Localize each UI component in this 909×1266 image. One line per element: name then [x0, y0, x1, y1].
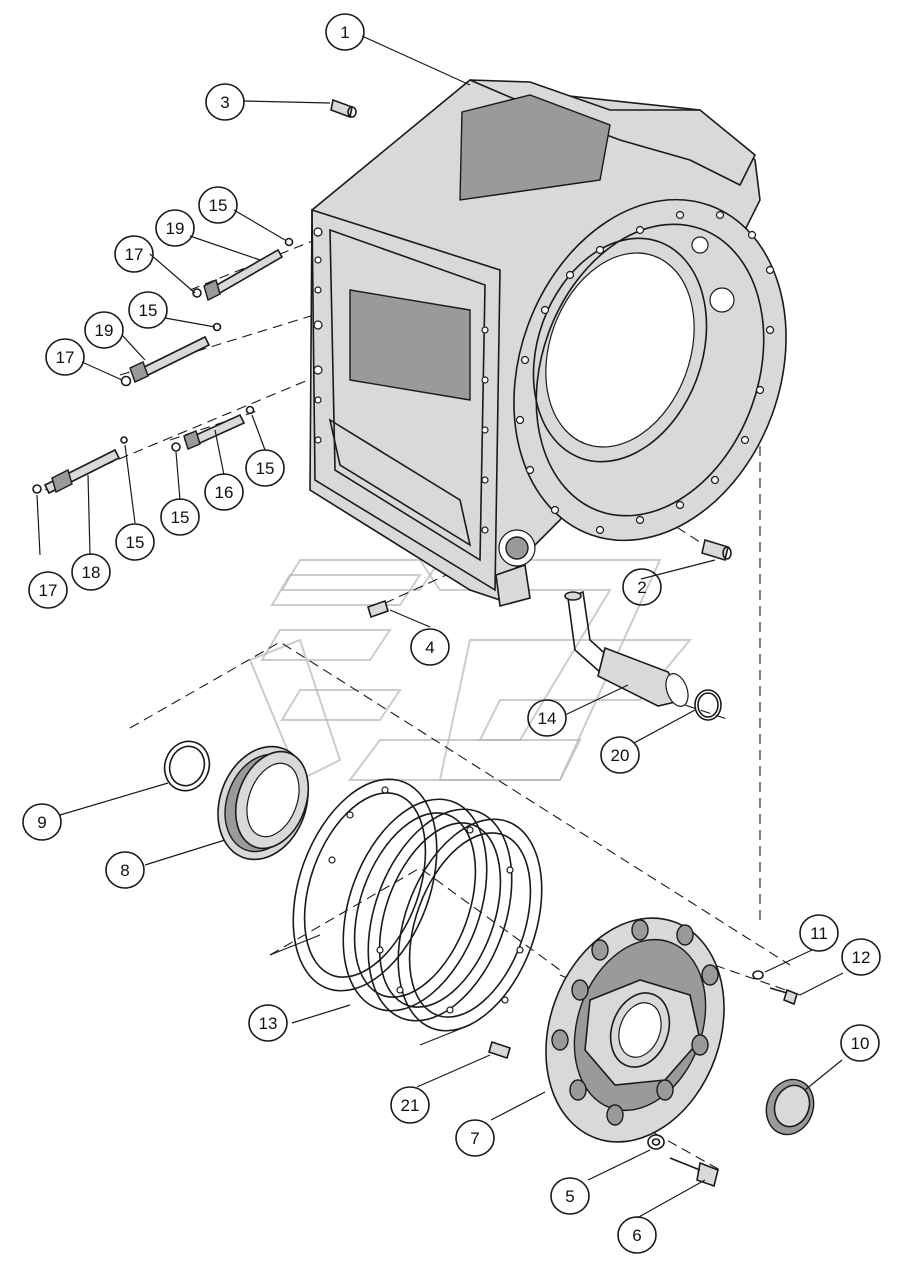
shaft-part-18 [43, 448, 121, 495]
callout-15: 15 [198, 186, 238, 224]
callout-10: 10 [840, 1024, 880, 1062]
callout-label: 2 [637, 578, 646, 597]
seal-ring-part-20 [694, 689, 722, 721]
callout-18: 18 [71, 553, 111, 591]
callout-label: 15 [139, 301, 158, 320]
callout-label: 3 [220, 93, 229, 112]
callout-label: 9 [37, 813, 46, 832]
callout-label: 1 [340, 23, 349, 42]
callout-label: 13 [259, 1014, 278, 1033]
callout-label: 17 [56, 348, 75, 367]
callout-21: 21 [390, 1086, 430, 1124]
callout-label: 15 [209, 196, 228, 215]
callout-label: 18 [82, 563, 101, 582]
bolt-part-12 [769, 987, 798, 1006]
callout-label: 12 [852, 948, 871, 967]
callout-20: 20 [600, 736, 640, 774]
callout-label: 17 [39, 581, 58, 600]
callout-7: 7 [455, 1119, 495, 1157]
callout-12: 12 [841, 938, 881, 976]
callout-label: 20 [611, 746, 630, 765]
callout-label: 14 [538, 709, 557, 728]
pin-part-21 [488, 1040, 511, 1060]
housing-part-1 [309, 79, 787, 608]
seal-part-10 [765, 1078, 815, 1136]
callout-label: 19 [95, 321, 114, 340]
callout-17: 17 [45, 338, 85, 376]
callout-6: 6 [617, 1216, 657, 1254]
shim-stack-part-13 [292, 778, 543, 1032]
callout-label: 10 [851, 1034, 870, 1053]
callout-5: 5 [550, 1177, 590, 1215]
leader-lines [36, 35, 844, 1219]
callout-11: 11 [799, 914, 839, 952]
callout-label: 5 [565, 1187, 574, 1206]
dowel-pin-part-4 [367, 599, 389, 619]
callout-4: 4 [410, 628, 450, 666]
callout-label: 15 [256, 459, 275, 478]
shaft-part-19-upper [203, 248, 284, 302]
washer-part-5 [647, 1134, 665, 1150]
callout-17: 17 [28, 571, 68, 609]
callout-label: 6 [632, 1226, 641, 1245]
ring-part-9 [163, 740, 211, 792]
callout-13: 13 [248, 1004, 288, 1042]
callout-15: 15 [128, 291, 168, 329]
washer-part-11 [752, 970, 764, 980]
callout-19: 19 [84, 311, 124, 349]
bolt-part-6 [669, 1157, 719, 1188]
callout-label: 16 [215, 483, 234, 502]
callout-2: 2 [622, 568, 662, 606]
shaft-part-16 [183, 413, 246, 450]
callout-17: 17 [114, 235, 154, 273]
bearing-part-8 [217, 745, 310, 861]
callout-label: 8 [120, 861, 129, 880]
callout-label: 19 [166, 219, 185, 238]
callout-14: 14 [527, 699, 567, 737]
callout-label: 21 [401, 1096, 420, 1115]
bracket-lines-part-13 [269, 934, 471, 1046]
callout-label: 7 [470, 1129, 479, 1148]
pipe-part-14 [564, 590, 689, 707]
callout-label: 4 [425, 638, 434, 657]
callout-15: 15 [160, 498, 200, 536]
callout-15: 15 [115, 523, 155, 561]
callout-9: 9 [22, 803, 62, 841]
callout-19: 19 [155, 209, 195, 247]
callout-label: 17 [125, 245, 144, 264]
dowel-pin-part-2 [701, 538, 732, 562]
callout-3: 3 [205, 83, 245, 121]
o-rings-parts-15-17 [32, 237, 294, 494]
cover-part-7 [545, 917, 725, 1143]
callout-label: 15 [126, 533, 145, 552]
callout-16: 16 [204, 473, 244, 511]
callout-8: 8 [105, 851, 145, 889]
callout-label: 11 [810, 924, 828, 943]
callout-label: 15 [171, 508, 190, 527]
callout-1: 1 [325, 13, 365, 51]
shaft-part-19-lower [129, 335, 211, 383]
callout-15: 15 [245, 449, 285, 487]
dowel-pin-part-3 [330, 98, 357, 119]
